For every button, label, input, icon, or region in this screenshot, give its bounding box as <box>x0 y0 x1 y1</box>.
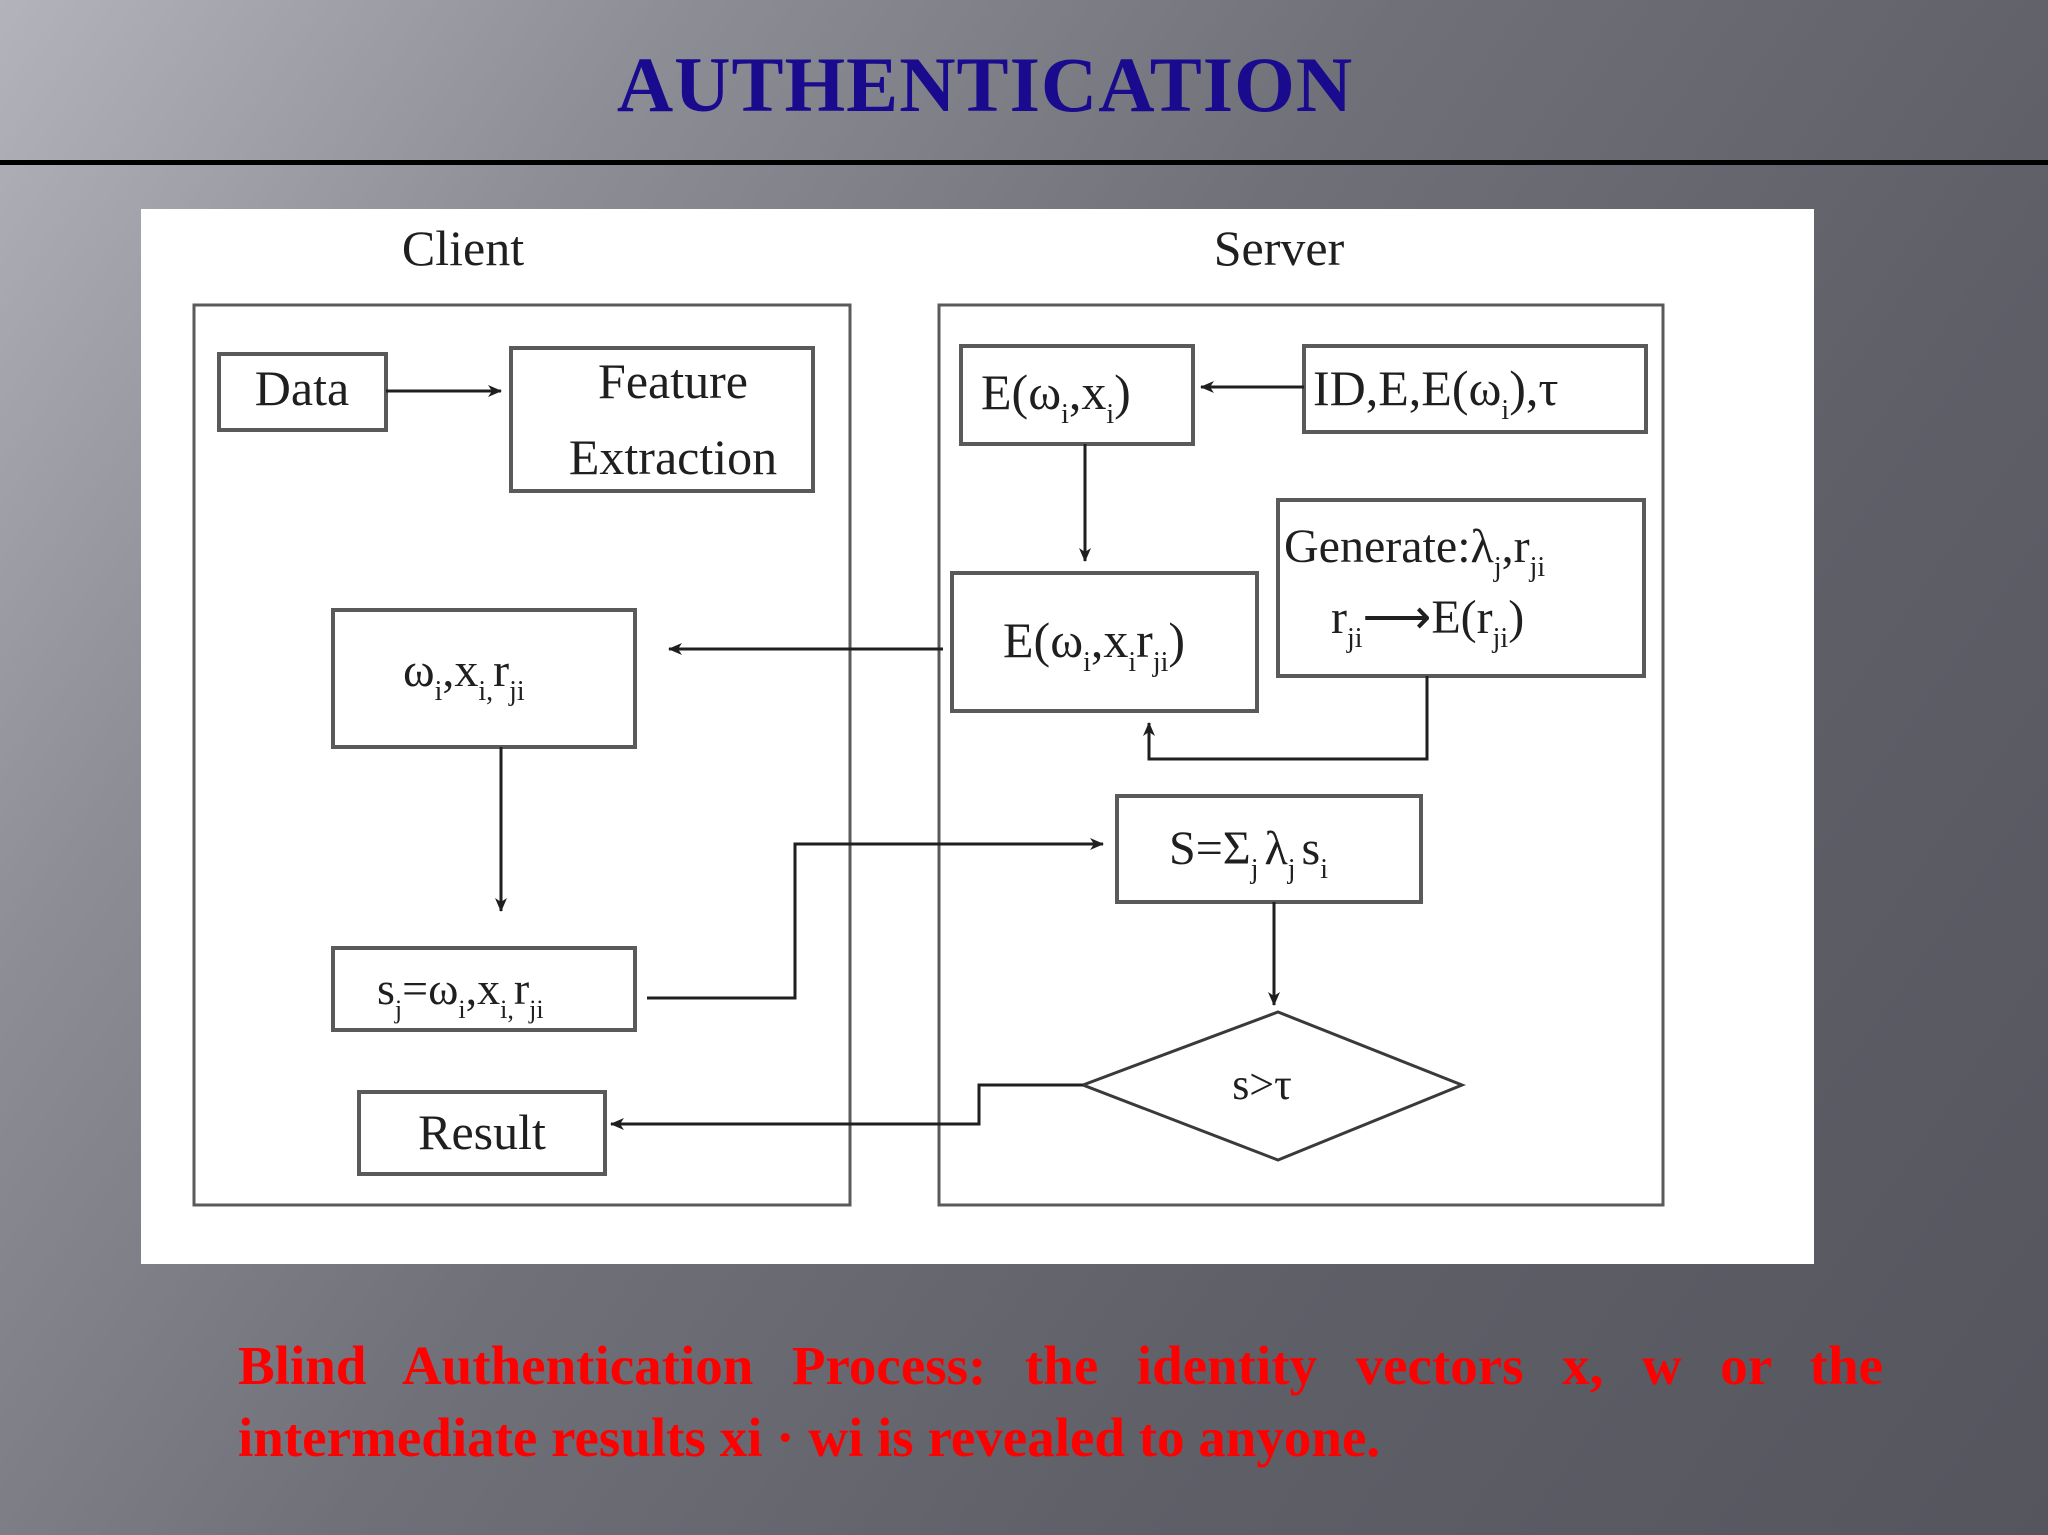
client-to-sum-arrow <box>647 838 1104 1000</box>
diagram-panel: Client Server Data Feature Extraction E(… <box>141 209 1814 1264</box>
partial-score-box <box>331 946 637 1032</box>
slide-title: AUTHENTICATION <box>616 41 1354 128</box>
generate-label: Generate:λj,rji <box>1284 520 1545 583</box>
randomized-template-box <box>950 571 1259 713</box>
generate-box <box>1276 498 1646 678</box>
server-container <box>937 303 1665 1207</box>
enrollment-data-label: ID,E,E(ωi),τ <box>1313 360 1558 426</box>
extraction-label: Extraction <box>569 429 777 485</box>
encrypted-template-box <box>959 344 1195 446</box>
result-label: Result <box>418 1104 546 1160</box>
client-values-box <box>331 608 637 749</box>
server-heading: Server <box>1214 220 1345 276</box>
feature-label: Feature <box>598 353 748 409</box>
encrypted-template-label: E(ωi,xi) <box>981 364 1131 430</box>
caption-line-2: intermediate results xi · wi is revealed… <box>238 1407 1381 1468</box>
threshold-decision-label: s>τ <box>1232 1060 1292 1109</box>
decision-to-result-arrow <box>610 1083 1083 1130</box>
authentication-flow-diagram: Client Server Data Feature Extraction E(… <box>192 220 1665 1207</box>
enrollment-data-box <box>1302 344 1648 434</box>
client-values-label: ωi,xi,rji <box>403 644 525 707</box>
generate-encrypt-label: rji⟶E(rji) <box>1331 591 1524 654</box>
client-container <box>192 303 852 1207</box>
feature-extraction-box <box>509 346 815 493</box>
sum-box <box>1115 794 1423 904</box>
caption-line-1: Blind Authentication Process: the identi… <box>238 1335 1883 1396</box>
slide-caption: Blind Authentication Process: the identi… <box>238 1330 1883 1474</box>
generate-to-randomized-arrow <box>1143 676 1429 761</box>
randomized-template-label: E(ωi,xirji) <box>1003 612 1185 678</box>
partial-score-label: sj=ωi,xi,rji <box>377 963 544 1024</box>
data-box-label: Data <box>255 360 349 416</box>
client-heading: Client <box>402 220 524 276</box>
result-box <box>357 1090 607 1176</box>
threshold-decision <box>1078 1010 1467 1162</box>
title-divider <box>0 160 2048 165</box>
